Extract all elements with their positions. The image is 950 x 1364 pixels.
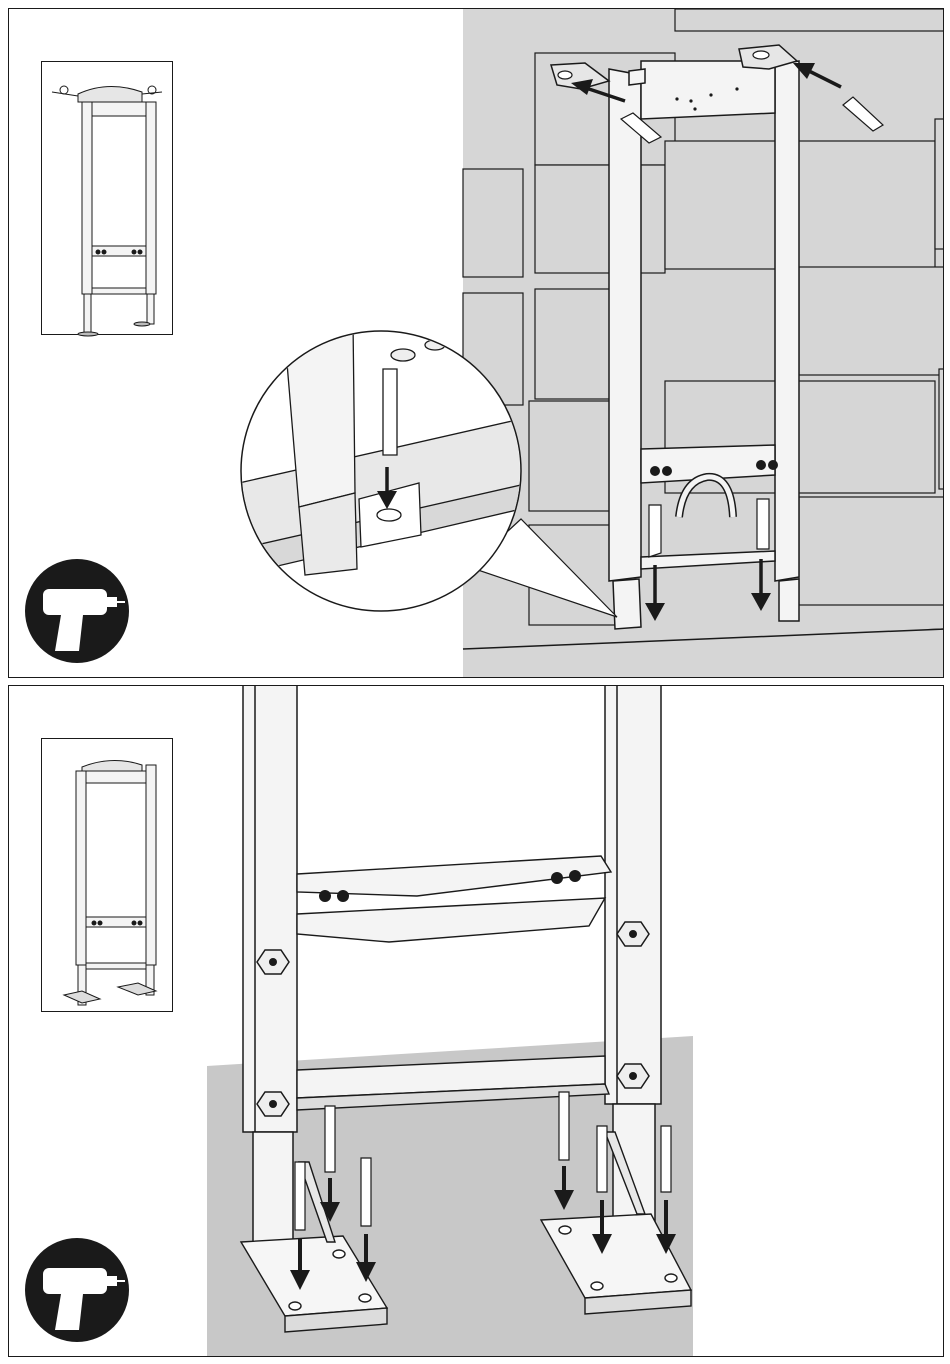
drill-icon <box>25 559 129 663</box>
floor-mount-illustration <box>9 686 944 1357</box>
wall-mount-illustration <box>9 9 944 678</box>
drill-glyph <box>25 559 129 663</box>
drill-glyph-2 <box>25 1238 129 1342</box>
step-panel-floor-mount <box>8 685 944 1357</box>
step-panel-wall-mount <box>8 8 944 678</box>
drill-icon-2 <box>25 1238 129 1342</box>
